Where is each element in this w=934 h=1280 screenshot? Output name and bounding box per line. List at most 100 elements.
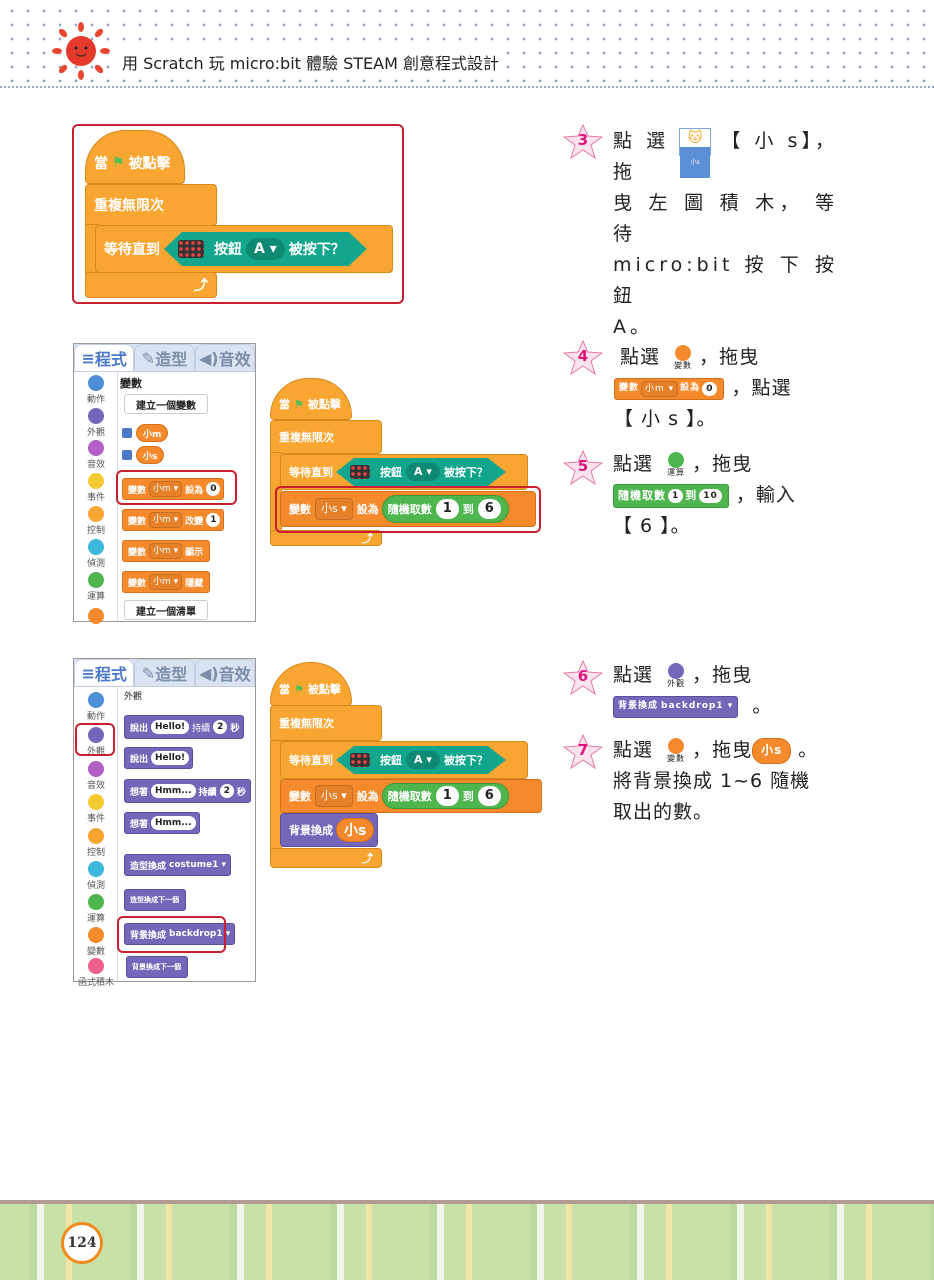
category-looks[interactable]: 外觀 bbox=[74, 408, 118, 438]
checkbox-icon[interactable] bbox=[122, 428, 132, 438]
step-badge: 6 bbox=[562, 659, 604, 696]
forever-block[interactable]: 重複無限次 bbox=[85, 184, 217, 226]
section-heading: 變數 bbox=[120, 377, 142, 390]
button-dropdown[interactable]: A ▾ bbox=[406, 463, 440, 481]
tab-label: 程式 bbox=[94, 350, 127, 369]
next-backdrop-block[interactable]: 背景換成下一個 bbox=[126, 956, 188, 978]
operators-category-icon: 運算 bbox=[660, 452, 692, 477]
category-sound[interactable]: 音效 bbox=[74, 761, 118, 791]
block-label: 按鈕 bbox=[214, 242, 242, 258]
make-list-button[interactable]: 建立一個清單 bbox=[124, 600, 208, 620]
loop-arrow-icon: ⤴ bbox=[362, 852, 373, 865]
category-operators[interactable]: 運算 bbox=[74, 894, 118, 924]
category-sound[interactable]: 音效 bbox=[74, 440, 118, 470]
editor-tabs: ≡程式 ✎造型 ◀)音效 bbox=[74, 344, 255, 372]
block-label: 當 bbox=[94, 156, 108, 172]
header-divider bbox=[0, 86, 934, 88]
make-variable-button[interactable]: 建立一個變數 bbox=[124, 394, 208, 414]
tab-sounds[interactable]: ◀)音效 bbox=[194, 659, 255, 687]
category-events[interactable]: 事件 bbox=[74, 794, 118, 824]
tab-costumes[interactable]: ✎造型 bbox=[134, 659, 195, 687]
category-variables[interactable] bbox=[74, 608, 118, 625]
loop-arrow-icon: ⤴ bbox=[194, 278, 208, 294]
category-events[interactable]: 事件 bbox=[74, 473, 118, 503]
sun-mascot-icon bbox=[52, 22, 110, 80]
switch-backdrop-block[interactable]: 背景換成小s bbox=[280, 813, 378, 847]
variable-reporter[interactable]: 小s bbox=[336, 818, 375, 842]
variable-reporter: 小s bbox=[752, 737, 792, 764]
category-sensing[interactable]: 偵測 bbox=[74, 539, 118, 569]
variable-dropdown[interactable]: 小s ▾ bbox=[315, 785, 353, 807]
category-motion[interactable]: 動作 bbox=[74, 375, 118, 405]
tab-label: 造型 bbox=[155, 350, 188, 369]
category-list: 動作 外觀 音效 事件 控制 偵測 運算 變數 函式積木 bbox=[74, 687, 118, 988]
green-flag-icon: ⚑ bbox=[112, 155, 125, 171]
checkbox-icon[interactable] bbox=[122, 450, 132, 460]
sprite-thumbnail-icon: 🐱小s bbox=[679, 127, 712, 178]
block-label: 被點擊 bbox=[128, 156, 171, 172]
forever-bottom: ⤴ bbox=[85, 272, 217, 298]
editor-tabs: ≡程式 ✎造型 ◀)音效 bbox=[74, 659, 255, 687]
when-flag-clicked-block[interactable]: 當⚑被點擊 bbox=[85, 130, 185, 184]
tab-code[interactable]: ≡程式 bbox=[74, 659, 135, 687]
footer-band bbox=[0, 1204, 934, 1280]
variable-item[interactable]: 小m bbox=[122, 424, 169, 442]
tab-sounds[interactable]: ◀)音效 bbox=[194, 344, 255, 372]
forever-block[interactable]: 重複無限次 bbox=[270, 705, 382, 741]
category-control[interactable]: 控制 bbox=[74, 506, 118, 536]
microbit-icon bbox=[350, 465, 370, 479]
block-palette-variables: ≡程式 ✎造型 ◀)音效 動作 外觀 音效 事件 控制 偵測 運算 變數 建立一… bbox=[73, 343, 256, 625]
category-looks[interactable]: 外觀 bbox=[74, 727, 118, 757]
green-flag-icon: ⚑ bbox=[294, 397, 304, 411]
highlight-box bbox=[72, 124, 404, 304]
category-control[interactable]: 控制 bbox=[74, 828, 118, 858]
variable-item[interactable]: 小s bbox=[122, 446, 165, 464]
when-flag-clicked-block[interactable]: 當⚑被點擊 bbox=[270, 662, 352, 706]
category-motion[interactable]: 動作 bbox=[74, 692, 118, 722]
book-title: 用 Scratch 玩 micro:bit 體驗 STEAM 創意程式設計 bbox=[118, 50, 503, 74]
when-flag-clicked-block[interactable]: 當⚑被點擊 bbox=[270, 378, 352, 420]
tab-label: 音效 bbox=[218, 350, 251, 369]
button-dropdown[interactable]: A ▾ bbox=[406, 751, 440, 769]
variable-dropdown[interactable]: 小s ▾ bbox=[315, 498, 353, 520]
category-operators[interactable]: 運算 bbox=[74, 572, 118, 602]
category-sensing[interactable]: 偵測 bbox=[74, 861, 118, 891]
block-palette-looks: ≡程式 ✎造型 ◀)音效 動作 外觀 音效 事件 控制 偵測 運算 變數 函式積… bbox=[73, 658, 256, 988]
tab-code[interactable]: ≡程式 bbox=[74, 344, 135, 372]
button-dropdown[interactable]: A ▾ bbox=[246, 238, 285, 260]
category-variables[interactable]: 變數 bbox=[74, 927, 118, 957]
category-my-blocks[interactable]: 函式積木 bbox=[74, 958, 118, 988]
step-7-text: 點選 變數，拖曳小s 。 將背景換成 1~6 隨機 取出的數。 bbox=[613, 737, 819, 823]
hide-variable-block[interactable]: 變數小m ▾隱藏 bbox=[122, 571, 211, 593]
forever-bottom: ⤴ bbox=[270, 848, 382, 868]
forever-block[interactable]: 重複無限次 bbox=[270, 420, 382, 454]
tab-costumes[interactable]: ✎造型 bbox=[134, 344, 195, 372]
next-costume-block[interactable]: 造型換成下一個 bbox=[124, 889, 186, 911]
show-variable-block[interactable]: 變數小m ▾顯示 bbox=[122, 540, 211, 562]
microbit-icon bbox=[350, 753, 370, 767]
